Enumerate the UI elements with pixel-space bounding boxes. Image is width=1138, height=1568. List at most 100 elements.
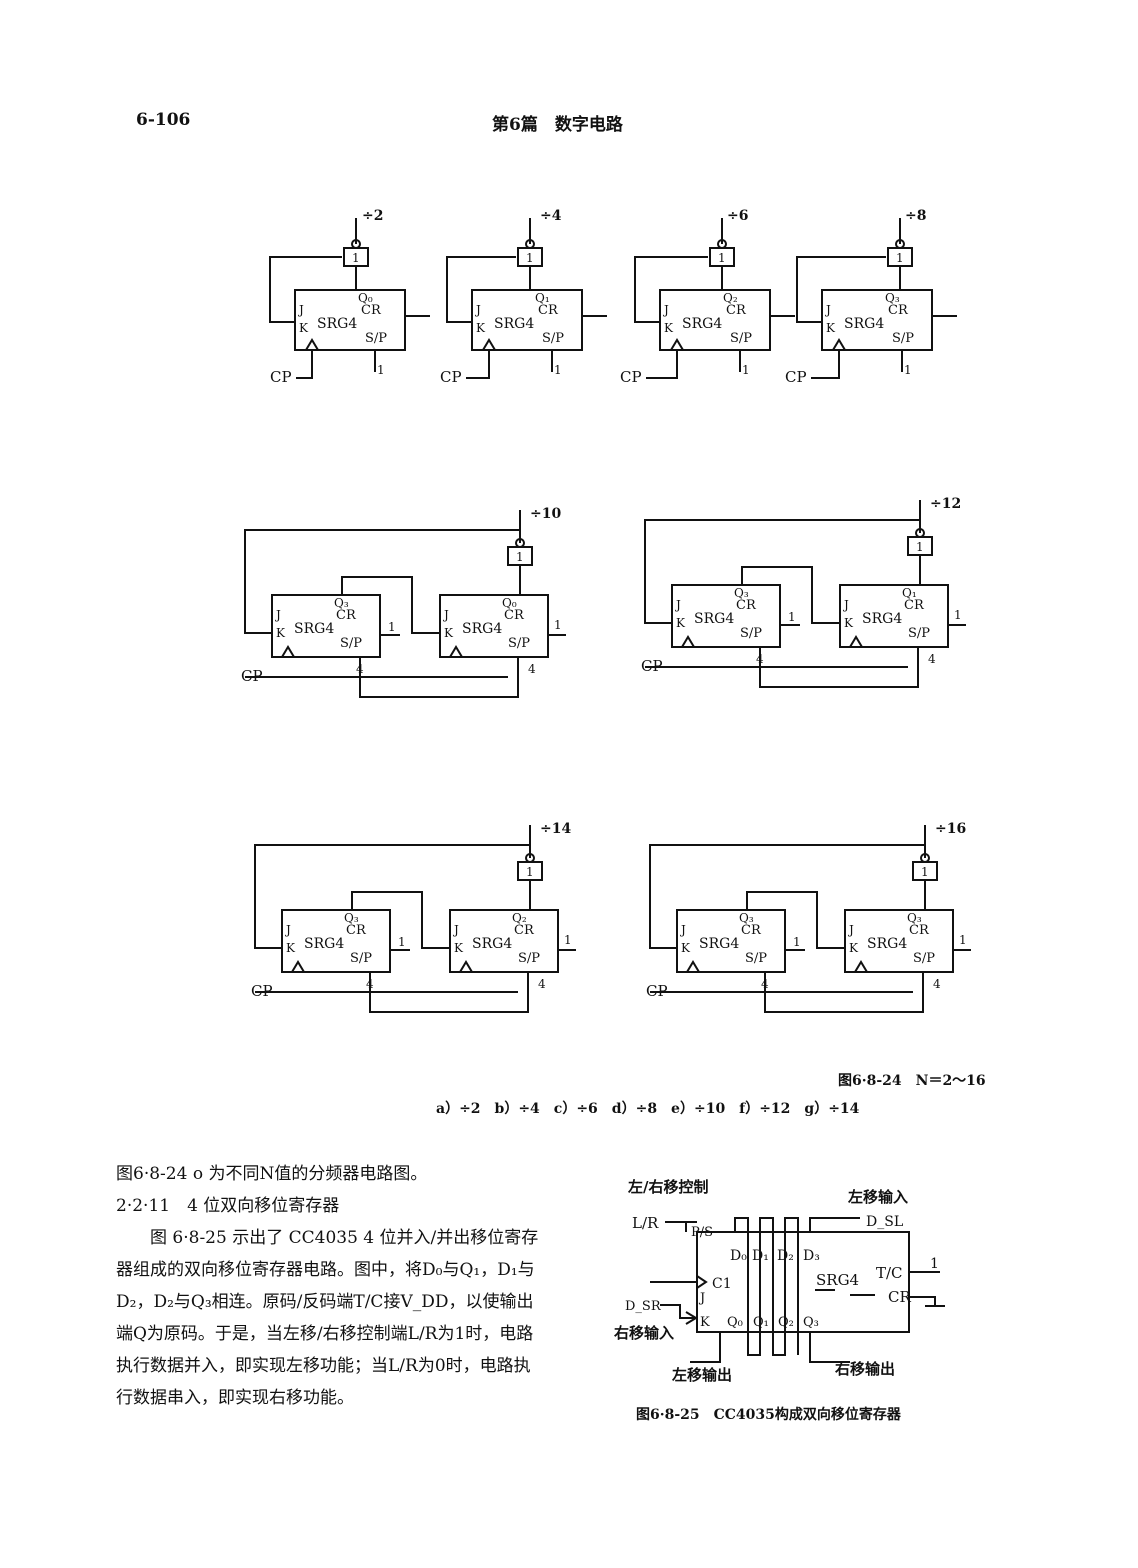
d0-label: D₀ [730, 1248, 747, 1264]
ratio-label: ÷14 [540, 821, 571, 837]
q-tap: Q₀ [502, 596, 517, 610]
cp-wire [296, 350, 313, 379]
cr-pin: CR [346, 923, 367, 938]
q-tap: Q₁ [902, 586, 917, 600]
srg4-label: SRG4 [494, 316, 534, 332]
sp-pin: S/P [740, 626, 762, 641]
cr-pin: CR [741, 923, 762, 938]
tc-value: 1 [930, 1256, 939, 1272]
cp-label: CP [641, 657, 663, 675]
feedback-wire [446, 256, 516, 323]
left-out-label: 左移输出 [671, 1366, 732, 1384]
sp-pin: S/P [350, 951, 372, 966]
srg4-block-a2 [281, 909, 391, 973]
ratio-label: ÷2 [362, 208, 383, 224]
feedback-wire [244, 529, 520, 634]
srg4-block-1 [294, 289, 406, 351]
figure-24-subcaption: a）÷2 b）÷4 c）÷6 d）÷8 e）÷10 f）÷12 g）÷14 [436, 1101, 860, 1117]
k-pin: K [664, 321, 674, 335]
k-pin: K [299, 321, 309, 335]
k-label: K [700, 1315, 710, 1330]
j-pin: J [674, 598, 681, 612]
four-label: 4 [761, 977, 769, 991]
q-tap: Q₃ [734, 586, 749, 600]
sp-one: 1 [554, 363, 562, 377]
q3-label: Q₃ [803, 1315, 819, 1330]
four-label: 4 [538, 977, 546, 991]
j-label: J [698, 1291, 705, 1306]
left-in-label: 左移输入 [847, 1188, 908, 1206]
cr-bus [369, 972, 529, 1013]
j-pin: J [847, 923, 854, 937]
cascade-wire [341, 576, 440, 634]
srg4-block-a0 [271, 594, 381, 658]
one-label: 1 [959, 933, 967, 947]
sp-one: 1 [742, 363, 750, 377]
feedback-wire [254, 844, 530, 949]
ratio-label: ÷6 [727, 208, 748, 224]
clock-triangle [832, 338, 846, 351]
feedback-wire [269, 256, 342, 323]
srg4-block-2 [471, 289, 583, 351]
d2-label: D₂ [777, 1248, 794, 1264]
ratio-label: ÷4 [540, 208, 562, 224]
inverter-1: 1 [516, 550, 524, 564]
cr-label: CR [888, 1288, 911, 1306]
lr-control-label: 左/右移控制 [627, 1178, 708, 1196]
inverter-1: 1 [896, 251, 904, 265]
one-label: 1 [398, 935, 406, 949]
k-pin: K [286, 941, 296, 955]
clock-triangle [291, 960, 305, 973]
intro-line: 图6·8-24 o 为不同N值的分频器电路图。 [116, 1164, 428, 1184]
cp-label: CP [241, 667, 263, 685]
lr-label: L/R [632, 1214, 659, 1232]
srg4-label: SRG4 [472, 936, 512, 952]
sp-pin: S/P [508, 636, 530, 651]
cp-wire [811, 350, 840, 379]
q1-label: Q₁ [753, 1315, 769, 1330]
k-pin: K [476, 321, 486, 335]
j-pin: J [824, 303, 831, 317]
dsr-label: D_SR [625, 1299, 662, 1314]
cr-pin: CR [909, 923, 930, 938]
inverter-1: 1 [916, 540, 924, 554]
inverter-1: 1 [352, 251, 360, 265]
dsl-label: D_SL [866, 1214, 903, 1230]
cr-pin: CR [514, 923, 535, 938]
c1-label: C1 [712, 1276, 732, 1292]
clock-triangle [849, 635, 863, 648]
right-out-label: 右移输出 [835, 1360, 895, 1378]
srg4-label: SRG4 [844, 316, 884, 332]
cp-label: CP [251, 982, 273, 1000]
four-label: 4 [356, 662, 364, 676]
srg4-label: SRG4 [304, 936, 344, 952]
cp-label: CP [620, 368, 642, 386]
q-tap: Q₃ [885, 291, 900, 305]
srg4-block-a1 [671, 584, 781, 648]
right-in-label: 右移输入 [614, 1324, 674, 1342]
cr-pin: CR [904, 598, 925, 613]
cr-pin: CR [888, 303, 909, 318]
k-pin: K [826, 321, 836, 335]
d1-label: D₁ [752, 1248, 769, 1264]
cp-wire [466, 350, 490, 379]
j-pin: J [452, 923, 459, 937]
inverter-1: 1 [526, 251, 534, 265]
body-text: 图6·8-24 o 为不同N值的分频器电路图。 2·2·11 4 位双向移位寄存… [116, 1158, 546, 1414]
four-label: 4 [756, 652, 764, 666]
k-pin: K [444, 626, 454, 640]
ratio-label: ÷8 [905, 208, 926, 224]
srg4-label: SRG4 [862, 611, 902, 627]
cr-pin: CR [504, 608, 525, 623]
clock-triangle [681, 635, 695, 648]
inverter-1: 1 [921, 865, 929, 879]
q-tap: Q₀ [358, 291, 373, 305]
cascade-wire [741, 566, 840, 624]
figure-25-caption: 图6·8-25 CC4035构成双向移位寄存器 [636, 1407, 901, 1423]
cr-bus [764, 972, 924, 1013]
srg4-block-b0 [439, 594, 549, 658]
sp-pin: S/P [913, 951, 935, 966]
inverter-1: 1 [526, 865, 534, 879]
k-pin: K [454, 941, 464, 955]
